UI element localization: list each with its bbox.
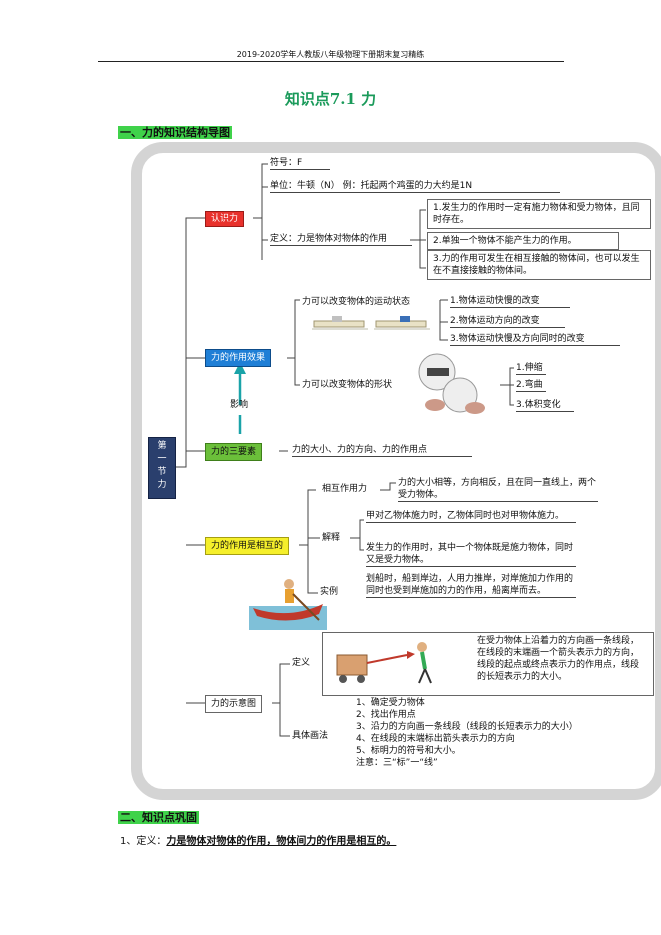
page-title: 知识点7.1 力 — [284, 90, 377, 108]
item-1-text: 力是物体对物体的作用，物体间力的作用是相互的。 — [166, 836, 397, 847]
method-label: 具体画法 — [292, 731, 329, 741]
center-node-label: 第 一 节 力 — [157, 441, 167, 490]
step-5: 5、标明力的符号和大小。 — [356, 746, 461, 756]
effect-shape: 力可以改变物体的形状 — [302, 380, 393, 390]
explain-label: 解释 — [322, 533, 341, 543]
node-mutual-force: 力的作用是相互的 — [205, 537, 290, 555]
def-point-1: 1.发生力的作用时一定有施力物体和受力物体，且同时存在。 — [427, 199, 651, 229]
node-three-elements: 力的三要素 — [205, 443, 263, 461]
def-point-2: 2.单独一个物体不能产生力的作用。 — [427, 232, 619, 250]
method-note: 注意：三“标”一“线” — [356, 758, 438, 768]
deformation-image — [405, 350, 495, 420]
example-label: 实例 — [320, 587, 339, 597]
method-steps: 1、确定受力物体 2、找出作用点 3、沿力的方向画一条线段（线段的长短表示力的大… — [356, 697, 636, 769]
center-node-chapter: 第 一 节 力 — [148, 437, 176, 499]
section-1-heading: 一、力的知识结构导图 — [118, 121, 232, 140]
node-force-diagram: 力的示意图 — [205, 695, 263, 713]
define-box: 在受力物体上沿着力的方向画一条线段，在线段的末端画一个箭头表示力的方向，线段的起… — [322, 632, 654, 696]
influence-label: 影响 — [230, 400, 249, 410]
def-point-3: 3.力的作用可发生在相互接触的物体间，也可以发生在不直接接触的物体间。 — [427, 250, 651, 280]
item-1: 1、定义：力是物体对物体的作用，物体间力的作用是相互的。 — [120, 832, 396, 847]
example-text: 划船时，船到岸边，人用力推岸，对岸施加力作用的同时也受到岸施加的力的作用，船离岸… — [366, 573, 576, 598]
define-label: 定义 — [292, 658, 311, 668]
know-unit: 单位：牛顿（N） 例：托起两个鸡蛋的力大约是1N — [270, 180, 560, 193]
shape-point-1: 1.伸缩 — [516, 362, 546, 375]
cart-image-2 — [374, 313, 430, 335]
explain-point-1: 甲对乙物体施力时，乙物体同时也对甲物体施力。 — [366, 510, 576, 523]
cart-image-1 — [312, 313, 368, 335]
motion-point-3: 3.物体运动快慢及方向同时的改变 — [450, 333, 620, 346]
section-2-label: 二、知识点巩固 — [118, 811, 199, 824]
node-force-effect: 力的作用效果 — [205, 349, 272, 367]
know-definition: 定义：力是物体对物体的作用 — [270, 233, 412, 246]
page-header: 2019-2020学年人教版八年级物理下册期末复习精练 — [236, 50, 425, 59]
interact-text: 力的大小相等，方向相反，且在同一直线上，两个受力物体。 — [398, 478, 598, 502]
section-1-label: 一、力的知识结构导图 — [118, 126, 232, 139]
shape-point-2: 2.弯曲 — [516, 379, 546, 392]
step-3: 3、沿力的方向画一条线段（线段的长短表示力的大小） — [356, 722, 578, 732]
interact-label: 相互作用力 — [322, 484, 368, 494]
three-elements-text: 力的大小、力的方向、力的作用点 — [292, 444, 472, 457]
explain-point-2: 发生力的作用时，其中一个物体既是施力物体，同时又是受力物体。 — [366, 542, 576, 567]
step-4: 4、在线段的末端标出箭头表示力的方向 — [356, 734, 515, 744]
item-1-prefix: 1、定义： — [120, 836, 167, 847]
pulling-cart-image — [327, 637, 457, 687]
node-know-force: 认识力 — [205, 211, 245, 227]
step-1: 1、确定受力物体 — [356, 698, 425, 708]
rowing-boat-image — [249, 570, 327, 630]
section-2-heading: 二、知识点巩固 — [118, 806, 199, 825]
motion-point-1: 1.物体运动快慢的改变 — [450, 295, 570, 308]
know-symbol: 符号：F — [270, 157, 330, 170]
define-text: 在受力物体上沿着力的方向画一条线段，在线段的末端画一个箭头表示力的方向，线段的起… — [477, 636, 640, 682]
shape-point-3: 3.体积变化 — [516, 399, 574, 412]
header-rule — [98, 61, 564, 62]
effect-motion: 力可以改变物体的运动状态 — [302, 297, 411, 307]
step-2: 2、找出作用点 — [356, 710, 416, 720]
motion-point-2: 2.物体运动方向的改变 — [450, 315, 565, 328]
